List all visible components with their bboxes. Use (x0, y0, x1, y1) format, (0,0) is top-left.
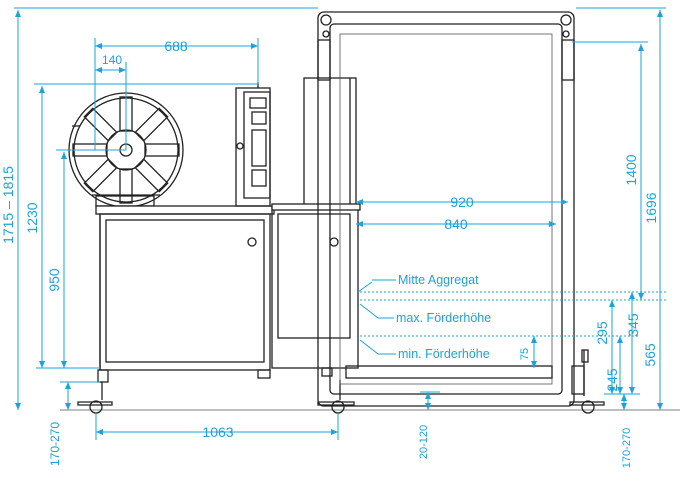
dim-170-270-right: 170-270 (621, 428, 633, 468)
center-cabinet (271, 77, 361, 414)
dim-1063: 1063 (202, 424, 233, 440)
label-mitte-aggregat: Mitte Aggregat (398, 273, 479, 287)
dim-20-120: 20-120 (418, 425, 430, 459)
strap-arch (317, 11, 605, 414)
dim-245: 245 (604, 368, 620, 392)
dim-840: 840 (444, 216, 468, 232)
dim-920: 920 (450, 194, 474, 210)
control-panel (235, 82, 271, 207)
label-min-foerderhoehe: min. Förderhöhe (398, 347, 490, 361)
left-cabinet (77, 205, 275, 414)
dimension-texts: 688 140 1715 – 1815 1230 950 170-270 920… (0, 38, 659, 468)
dim-1400: 1400 (623, 154, 639, 185)
dim-688: 688 (164, 38, 188, 54)
dim-170-270-left: 170-270 (48, 422, 62, 466)
dim-75: 75 (519, 348, 531, 360)
machine (60, 11, 680, 414)
dim-295: 295 (594, 321, 610, 345)
dim-140: 140 (102, 53, 122, 67)
dim-345: 345 (625, 313, 641, 337)
label-max-foerderhoehe: max. Förderhöhe (396, 311, 491, 325)
dim-565: 565 (642, 343, 658, 367)
dim-950: 950 (46, 268, 62, 292)
dim-1696: 1696 (643, 192, 659, 223)
dim-1230: 1230 (24, 202, 40, 233)
dim-1715-1815: 1715 – 1815 (0, 166, 16, 244)
dimension-lines (14, 7, 668, 440)
